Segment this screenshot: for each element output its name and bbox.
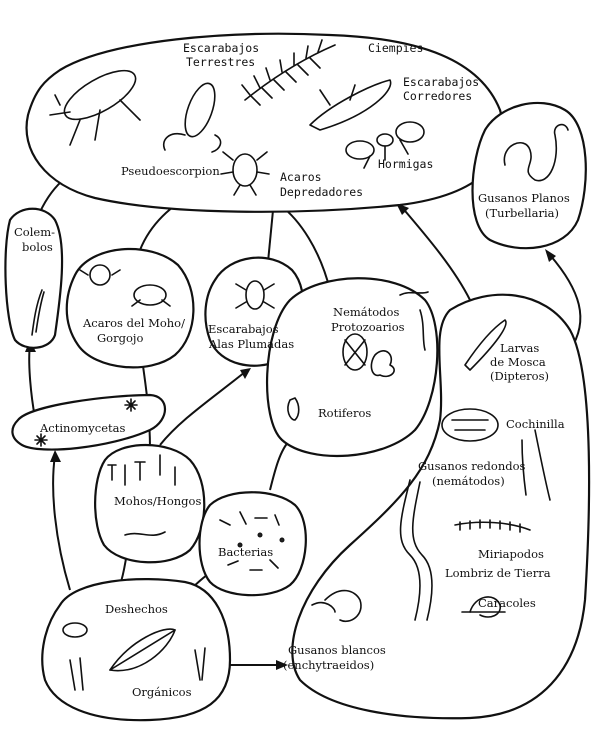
label-ciempies: Ciempies xyxy=(368,41,423,55)
rotifer-icon xyxy=(287,397,300,421)
label-pseudoescorpion: Pseudoescorpion xyxy=(121,164,220,178)
predators-blob xyxy=(25,32,505,213)
predatory-mite-icon xyxy=(220,151,270,196)
arrow-mohos-to-escarabajos xyxy=(159,371,246,446)
running-beetle-icon xyxy=(309,79,392,131)
label-colembolos-2: bolos xyxy=(22,240,53,254)
label-escarabajos-corredores-2: Corredores xyxy=(403,89,472,103)
label-gusanos-redondos-1: Gusanos redondos xyxy=(418,459,526,473)
label-rotiferos: Rotiferos xyxy=(318,406,371,420)
millipede-icon xyxy=(454,519,531,533)
ground-beetle-icon xyxy=(49,69,141,146)
label-gusanos-planos-2: (Turbellaria) xyxy=(485,206,559,220)
label-protozoarios: Protozoarios xyxy=(331,320,405,334)
nematode-icon xyxy=(399,291,429,351)
label-gusanos-blancos-2: (enchytraeidos) xyxy=(283,658,374,672)
sowbug-icon xyxy=(441,408,499,442)
label-escarabajos-corredores-1: Escarabajos xyxy=(403,75,479,89)
centipede-icon xyxy=(241,39,336,106)
label-acaros-depredadores-1: Acaros xyxy=(280,170,322,184)
label-deshechos: Deshechos xyxy=(105,602,168,616)
label-escarabajos-terrestres-1: Escarabajos xyxy=(183,41,259,55)
label-miriapodos: Miriapodos xyxy=(478,547,544,561)
label-hormigas: Hormigas xyxy=(378,157,433,171)
worms-blob xyxy=(291,293,591,720)
label-lombriz: Lombriz de Tierra xyxy=(445,566,551,580)
arrow-actinomycetas-to-colembolos xyxy=(28,344,36,419)
label-larvas-1: Larvas xyxy=(500,341,539,355)
bacteria-icon xyxy=(219,511,285,571)
label-bacterias: Bacterias xyxy=(218,545,273,559)
label-escarabajos-alas-1: Escarabajos xyxy=(208,322,279,336)
nematodos-blob xyxy=(265,277,439,458)
mold-mite-icon xyxy=(79,264,171,307)
acaros-moho-blob xyxy=(65,247,195,369)
label-organicos: Orgánicos xyxy=(132,685,192,699)
label-larvas-2: de Mosca xyxy=(490,355,546,369)
mold-icon xyxy=(107,454,176,536)
deshechos-blob xyxy=(41,578,232,722)
snail-icon xyxy=(461,596,506,618)
label-acaros-moho-1: Acaros del Moho/ xyxy=(82,316,185,330)
pseudoscorpion-icon xyxy=(163,82,222,153)
arrow-deshechos-to-actinomycetas xyxy=(52,454,71,591)
fly-larva-icon xyxy=(464,319,507,371)
ant-icon xyxy=(345,121,425,169)
featherwing-beetle-icon xyxy=(235,280,275,310)
flatworm-icon xyxy=(503,123,569,182)
label-escarabajos-alas-2: Alas Plumadas xyxy=(208,337,294,351)
colembolos-blob xyxy=(4,207,64,349)
label-mohos: Mohos/Hongos xyxy=(114,494,201,508)
label-colembolos-1: Colem- xyxy=(14,225,55,239)
arrow-bacterias-to-nematodos xyxy=(269,439,291,491)
label-acaros-moho-2: Gorgojo xyxy=(97,331,143,345)
label-caracoles: Caracoles xyxy=(478,596,536,610)
label-gusanos-planos-1: Gusanos Planos xyxy=(478,191,570,205)
label-acaros-depredadores-2: Depredadores xyxy=(280,185,363,199)
organic-debris-icon xyxy=(62,622,206,691)
arrow-worms-to-predators xyxy=(399,204,471,301)
protozoa-icon xyxy=(342,333,395,378)
bacterias-blob xyxy=(198,491,307,597)
mohos-blob xyxy=(94,444,206,564)
roundworm-icon xyxy=(521,429,551,501)
labels: Escarabajos Terrestres Ciempies Escaraba… xyxy=(14,41,570,699)
springtail-icon xyxy=(31,289,45,336)
label-escarabajos-terrestres-2: Terrestres xyxy=(186,55,255,69)
earthworm-icon xyxy=(399,479,433,621)
actinomycetes-icon xyxy=(34,398,138,447)
label-gusanos-blancos-1: Gusanos blancos xyxy=(288,643,386,657)
potworm-icon xyxy=(311,589,362,622)
label-larvas-3: (Dipteros) xyxy=(490,369,549,383)
label-cochinilla: Cochinilla xyxy=(506,417,565,431)
label-gusanos-redondos-2: (nemátodos) xyxy=(432,474,505,488)
label-actinomycetas: Actinomycetas xyxy=(39,421,126,435)
label-nematodos: Nemátodos xyxy=(333,305,399,319)
